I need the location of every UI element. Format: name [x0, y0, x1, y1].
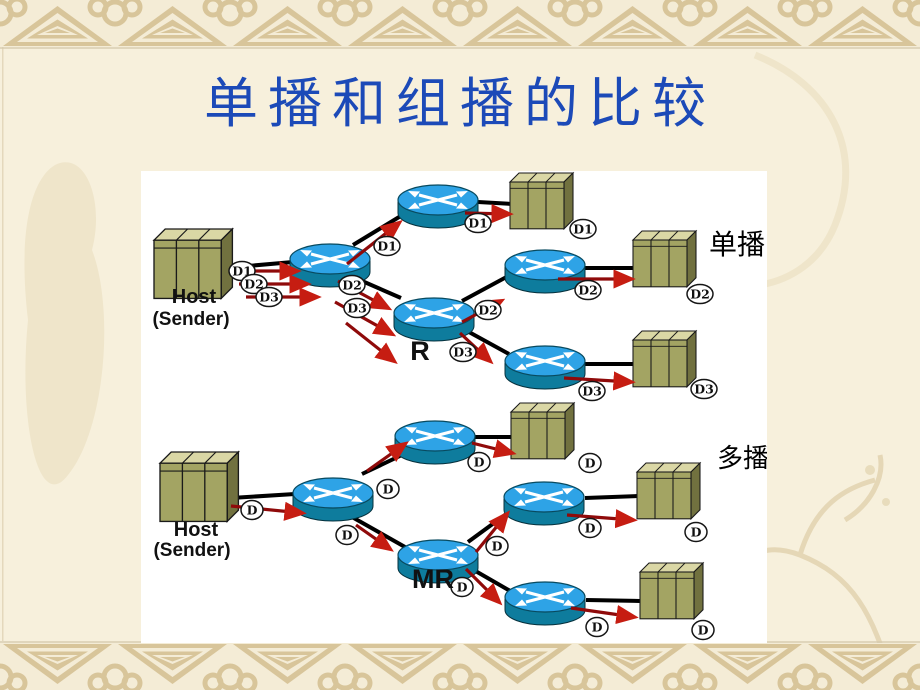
- svg-text:D3: D3: [582, 384, 602, 399]
- packet-label-d: D: [467, 451, 491, 473]
- packet-label-d1: D1: [373, 235, 401, 257]
- packet-label-d2: D2: [338, 274, 366, 296]
- packet-label-d1: D1: [569, 218, 597, 240]
- packet-label-d3: D3: [449, 341, 477, 363]
- svg-text:D1: D1: [377, 239, 397, 254]
- unicast-sender-label: (Sender): [152, 309, 229, 330]
- svg-text:D: D: [691, 525, 702, 540]
- packet-label-d3: D3: [343, 297, 371, 319]
- packet-label-d: D: [691, 619, 715, 641]
- svg-text:D2: D2: [478, 303, 498, 318]
- svg-text:D3: D3: [347, 301, 367, 316]
- svg-text:D: D: [592, 620, 603, 635]
- multicast-host-label: Host: [174, 519, 219, 541]
- svg-text:D3: D3: [453, 345, 473, 360]
- packet-label-d: D: [240, 499, 264, 521]
- multicast-router-d-icon: [503, 580, 587, 627]
- packet-label-d3: D3: [578, 380, 606, 402]
- svg-text:D: D: [585, 456, 596, 471]
- watermark-shapes: [2, 47, 897, 690]
- unicast-router-r-label: R: [410, 336, 430, 366]
- svg-text:D: D: [698, 623, 709, 638]
- svg-text:D1: D1: [468, 216, 488, 231]
- packet-label-d2: D2: [686, 283, 714, 305]
- packet-label-d3: D3: [690, 378, 718, 400]
- multicast-router-a-icon: [291, 476, 375, 523]
- svg-text:D: D: [492, 539, 503, 554]
- decorative-border-top: [0, 0, 920, 47]
- unicast-caption: 单播: [709, 229, 765, 260]
- packet-label-d2: D2: [240, 273, 268, 295]
- svg-text:D2: D2: [690, 287, 710, 302]
- multicast-router-c-icon: [502, 480, 586, 527]
- packet-label-d2: D2: [474, 299, 502, 321]
- packet-label-d2: D2: [574, 279, 602, 301]
- multicast-diagram: D D D D D D D D D D D Host (Sender) MR 多…: [153, 402, 767, 641]
- svg-text:D: D: [474, 455, 485, 470]
- unicast-receiver1-icon: [509, 172, 574, 230]
- svg-text:D3: D3: [259, 290, 279, 305]
- multicast-receiver2-icon: [636, 462, 701, 520]
- svg-text:D: D: [342, 528, 353, 543]
- svg-text:D: D: [247, 503, 258, 518]
- svg-text:D1: D1: [232, 264, 252, 279]
- multicast-sender-label: (Sender): [153, 540, 230, 561]
- packet-label-d1: D1: [464, 212, 492, 234]
- packet-label-d: D: [335, 524, 359, 546]
- packet-label-d: D: [578, 452, 602, 474]
- multicast-packet-labels: D D D D D D D D D D D: [240, 451, 715, 641]
- svg-text:D: D: [585, 521, 596, 536]
- svg-text:D2: D2: [244, 277, 264, 292]
- multicast-host-icon: [159, 451, 240, 523]
- svg-text:D3: D3: [694, 382, 714, 397]
- svg-text:D2: D2: [342, 278, 362, 293]
- packet-label-d: D: [450, 576, 474, 598]
- network-diagram: D1 D2 D3 D1 D1 D1 D2 D3 D2 D2 D2 D3 D3 D…: [141, 171, 767, 643]
- decorative-border-bottom: [0, 643, 920, 690]
- unicast-diagram: D1 D2 D3 D1 D1 D1 D2 D3 D2 D2 D2 D3 D3 D…: [152, 172, 765, 402]
- svg-text:D1: D1: [573, 222, 593, 237]
- unicast-packet-labels: D1 D2 D3 D1 D1 D1 D2 D3 D2 D2 D2 D3 D3 D…: [228, 212, 718, 402]
- packet-label-d: D: [585, 616, 609, 638]
- packet-label-d: D: [684, 521, 708, 543]
- unicast-host-label: Host: [172, 286, 217, 308]
- unicast-receiver2-icon: [632, 230, 697, 288]
- svg-text:D: D: [383, 482, 394, 497]
- svg-text:D2: D2: [578, 283, 598, 298]
- page-title: 单播和组播的比较: [204, 72, 716, 135]
- multicast-router-mr-label: MR: [412, 564, 454, 594]
- unicast-router-d-icon: [503, 344, 587, 391]
- multicast-receiver1-icon: [510, 402, 575, 460]
- unicast-router-c-icon: [503, 248, 587, 295]
- multicast-router-b-icon: [393, 419, 477, 466]
- packet-label-d: D: [578, 517, 602, 539]
- svg-text:D: D: [457, 580, 468, 595]
- packet-label-d3: D3: [255, 286, 283, 308]
- packet-label-d: D: [485, 535, 509, 557]
- multicast-caption: 多播: [717, 443, 767, 473]
- unicast-receiver3-icon: [632, 330, 697, 388]
- multicast-receiver3-icon: [639, 562, 704, 620]
- packet-label-d: D: [376, 478, 400, 500]
